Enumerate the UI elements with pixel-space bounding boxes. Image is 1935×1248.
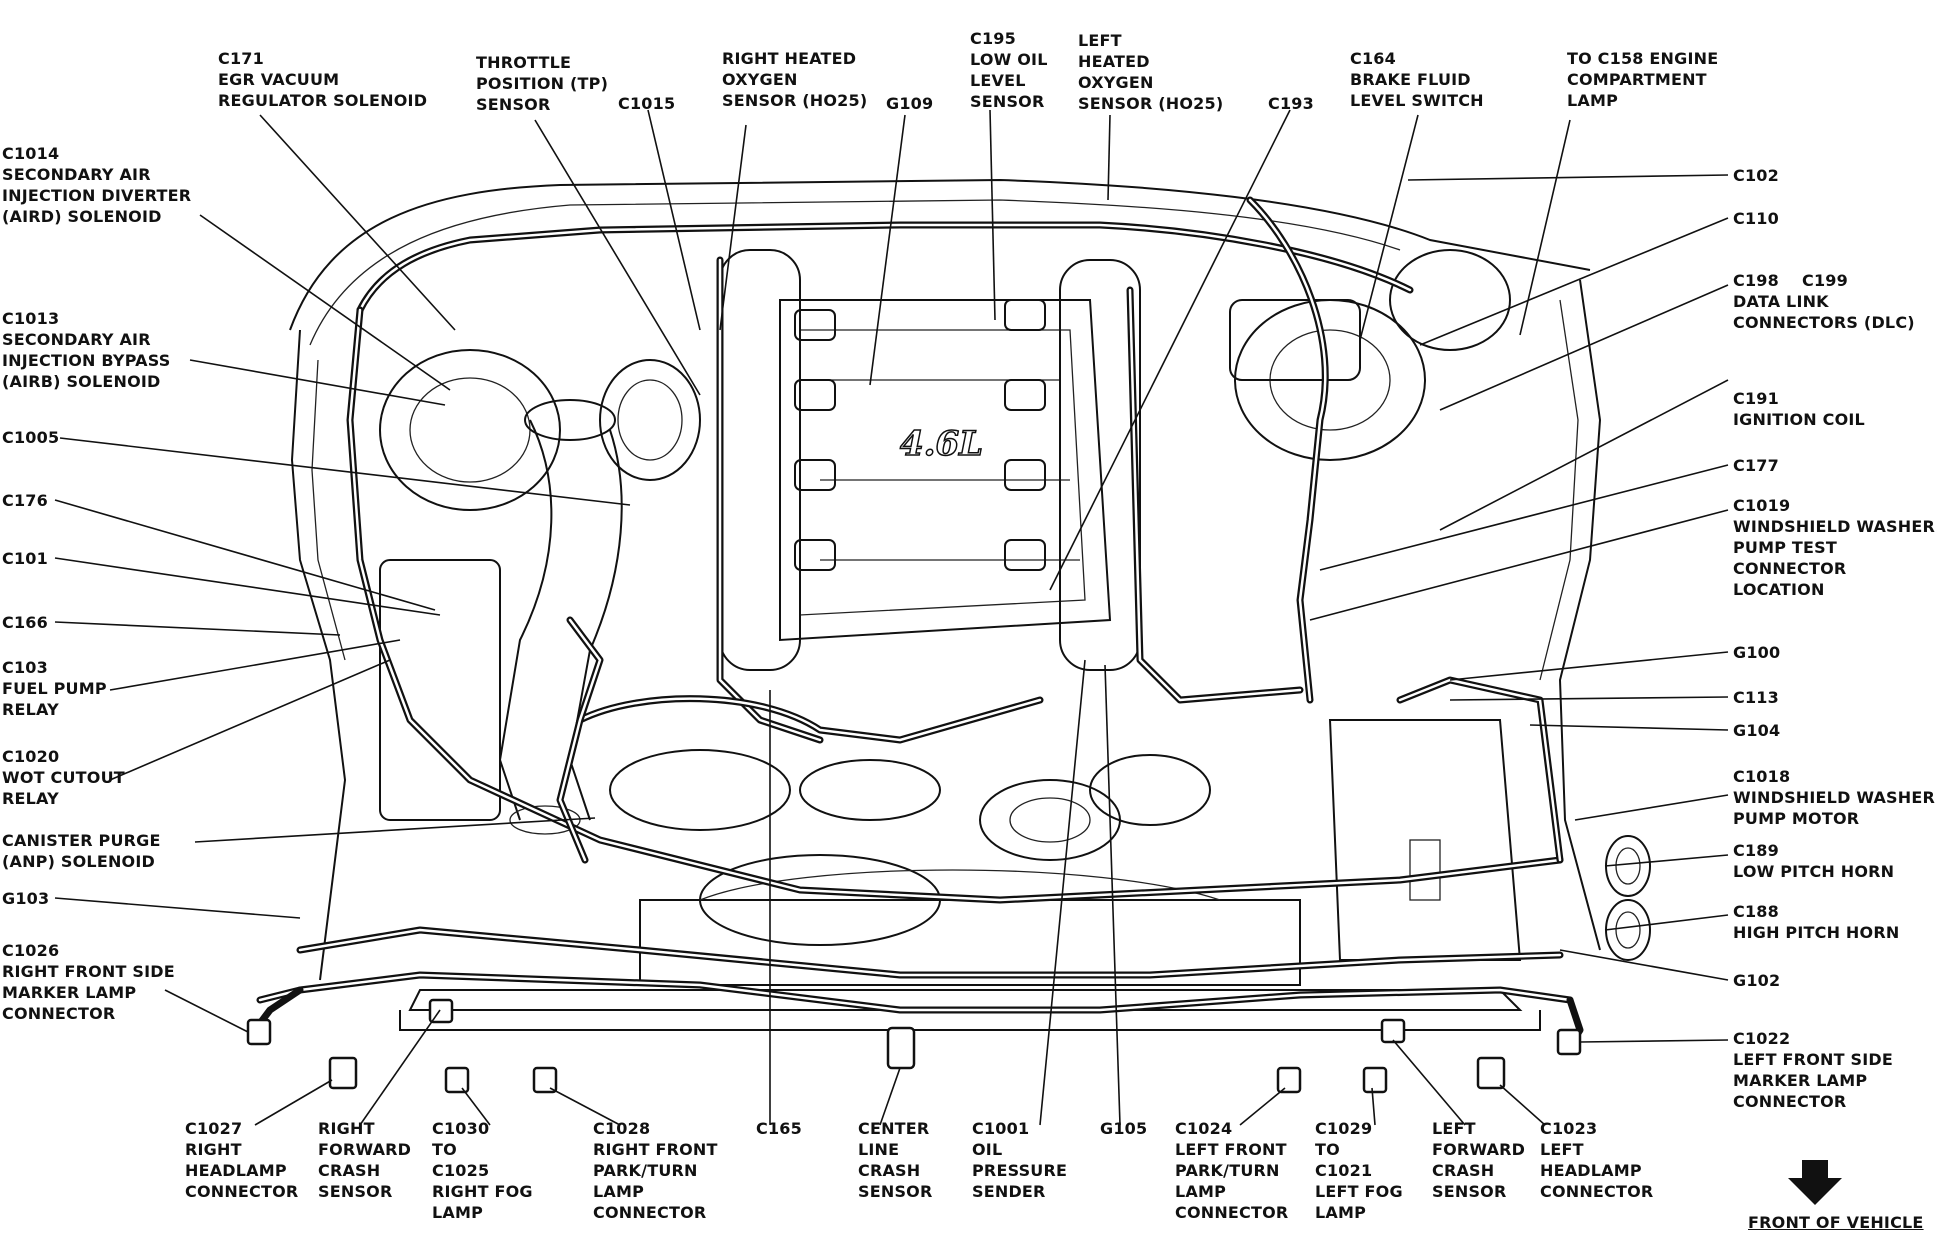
label-c177: C177: [1733, 456, 1779, 475]
label-c1005: C1005: [2, 428, 60, 447]
label-c191: C191 IGNITION COIL: [1733, 389, 1865, 429]
center-crash-sensor-body: [886, 1026, 916, 1070]
label-c1020: C1020 WOT CUTOUT RELAY: [2, 747, 125, 808]
lf-crash-sensor-body: [1380, 1018, 1406, 1044]
manifold-badge: 4.6L: [900, 424, 983, 464]
label-g109: G109: [886, 94, 934, 113]
c1029-connector: [1362, 1066, 1388, 1094]
label-c1030: C1030 TO C1025 RIGHT FOG LAMP: [432, 1119, 533, 1222]
leader-lines: [54, 109, 1729, 1126]
label-g103: G103: [2, 889, 50, 908]
label-c101: C101: [2, 549, 48, 568]
label-c1018: C1018 WINDSHIELD WASHER PUMP MOTOR: [1733, 767, 1935, 828]
label-c1015: C1015: [618, 94, 676, 113]
label-tp-sensor: THROTTLE POSITION (TP) SENSOR: [476, 53, 609, 114]
front-of-vehicle-label: FRONT OF VEHICLE: [1748, 1213, 1924, 1232]
label-c1027: C1027 RIGHT HEADLAMP CONNECTOR: [185, 1119, 299, 1201]
label-left-forward-crash-sensor: LEFT FORWARD CRASH SENSOR: [1432, 1119, 1526, 1201]
c1024-connector: [1276, 1066, 1302, 1094]
label-c176: C176: [2, 491, 48, 510]
label-c1023: C1023 LEFT HEADLAMP CONNECTOR: [1540, 1119, 1654, 1201]
label-g102: G102: [1733, 971, 1781, 990]
label-c198-c199: C198 C199 DATA LINK CONNECTORS (DLC): [1733, 271, 1915, 332]
c1022-connector: [1556, 1028, 1582, 1056]
label-c165: C165: [756, 1119, 802, 1138]
label-c1014: C1014 SECONDARY AIR INJECTION DIVERTER (…: [2, 144, 192, 226]
label-g105: G105: [1100, 1119, 1148, 1138]
c1026-connector: [246, 1018, 272, 1046]
label-c1029: C1029 TO C1021 LEFT FOG LAMP: [1315, 1119, 1403, 1222]
label-c1026: C1026 RIGHT FRONT SIDE MARKER LAMP CONNE…: [2, 941, 175, 1023]
c1027-connector: [328, 1056, 358, 1090]
label-c193: C193: [1268, 94, 1314, 113]
label-c1019: C1019 WINDSHIELD WASHER PUMP TEST CONNEC…: [1733, 496, 1935, 599]
label-g104: G104: [1733, 721, 1781, 740]
label-c1013: C1013 SECONDARY AIR INJECTION BYPASS (AI…: [2, 309, 171, 391]
label-c1028: C1028 RIGHT FRONT PARK/TURN LAMP CONNECT…: [593, 1119, 718, 1222]
label-c110: C110: [1733, 209, 1779, 228]
label-c1001: C1001 OIL PRESSURE SENDER: [972, 1119, 1068, 1201]
label-c158: TO C158 ENGINE COMPARTMENT LAMP: [1567, 49, 1719, 110]
label-right-ho2s: RIGHT HEATED OXYGEN SENSOR (HO25): [722, 49, 868, 110]
front-arrow-icon: [1788, 1160, 1842, 1205]
label-c171: C171 EGR VACUUM REGULATOR SOLENOID: [218, 49, 428, 110]
label-c188: C188 HIGH PITCH HORN: [1733, 902, 1900, 942]
label-c102: C102: [1733, 166, 1779, 185]
label-right-forward-crash-sensor: RIGHT FORWARD CRASH SENSOR: [318, 1119, 412, 1201]
label-g100: G100: [1733, 643, 1781, 662]
label-c195: C195 LOW OIL LEVEL SENSOR: [970, 29, 1048, 111]
label-c103: C103 FUEL PUMP RELAY: [2, 658, 107, 719]
label-canister-purge: CANISTER PURGE (ANP) SOLENOID: [2, 831, 161, 871]
label-c166: C166: [2, 613, 48, 632]
wiring-harness: [251, 196, 1584, 1049]
c1028-connector: [532, 1066, 558, 1094]
label-c113: C113: [1733, 688, 1779, 707]
c1030-connector: [444, 1066, 470, 1094]
label-c189: C189 LOW PITCH HORN: [1733, 841, 1895, 881]
c1023-connector: [1476, 1056, 1506, 1090]
connectors: [246, 998, 1582, 1094]
left-coil-packs: [794, 299, 1046, 571]
label-left-ho2s: LEFT HEATED OXYGEN SENSOR (HO25): [1078, 31, 1224, 113]
engine-outline: 4.6L: [289, 178, 1651, 1031]
label-c1024: C1024 LEFT FRONT PARK/TURN LAMP CONNECTO…: [1175, 1119, 1289, 1222]
label-c1022: C1022 LEFT FRONT SIDE MARKER LAMP CONNEC…: [1733, 1029, 1893, 1111]
label-center-line-crash-sensor: CENTER LINE CRASH SENSOR: [858, 1119, 933, 1201]
label-c164: C164 BRAKE FLUID LEVEL SWITCH: [1350, 49, 1484, 110]
